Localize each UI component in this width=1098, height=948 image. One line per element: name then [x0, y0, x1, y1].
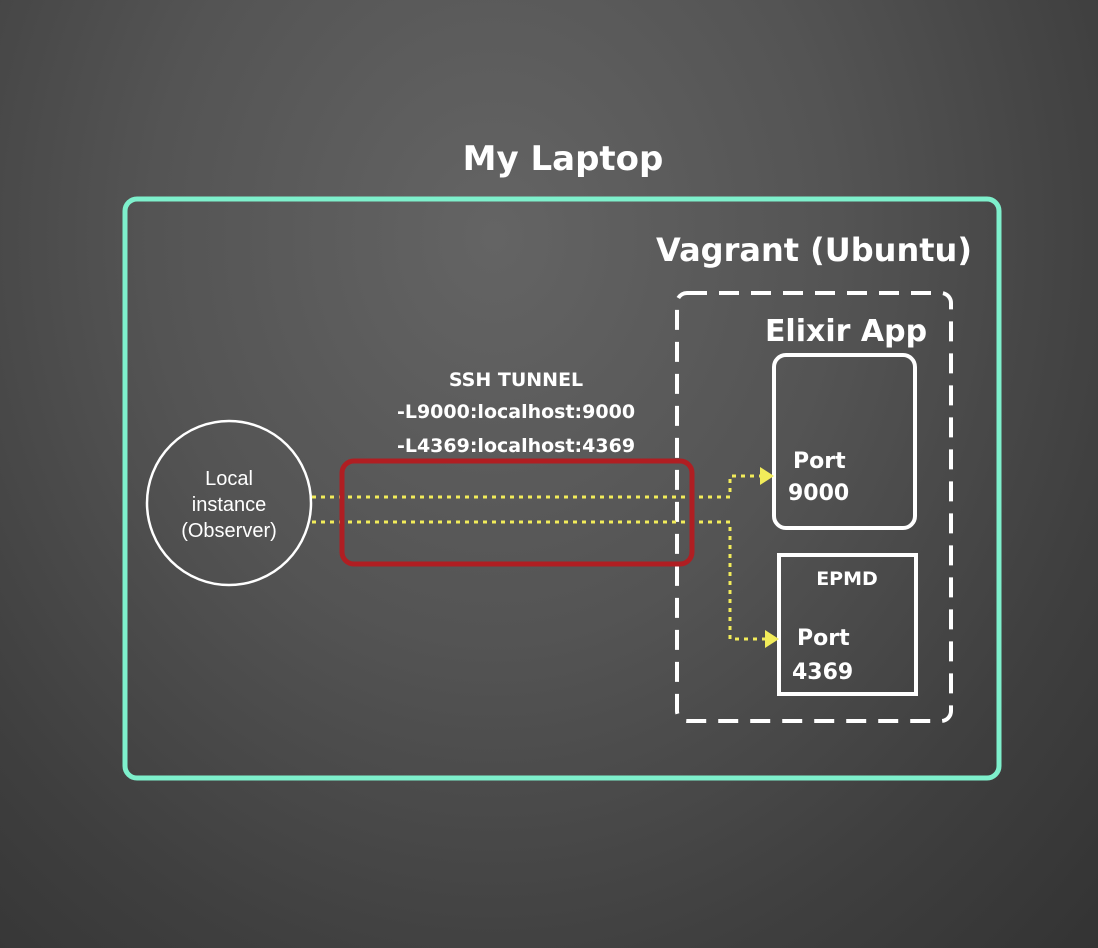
epmd-title: EPMD [816, 568, 878, 590]
local-instance-line3: (Observer) [181, 520, 277, 542]
local-instance-node [145, 419, 313, 587]
connection-line-4369 [312, 520, 765, 641]
ssh-tunnel-box [339, 458, 695, 567]
port-9000-number: 9000 [788, 481, 849, 506]
connection-line-9000 [312, 474, 760, 499]
ssh-tunnel-title: SSH TUNNEL [449, 369, 583, 391]
laptop-boundary [122, 196, 1002, 781]
laptop-title: My Laptop [463, 139, 664, 179]
epmd-port-label: Port [797, 626, 850, 651]
elixir-app-label: Elixir App [765, 314, 927, 349]
port-9000-label: Port [793, 449, 846, 474]
local-instance-line1: Local [205, 468, 253, 490]
arrowhead-port-4369 [765, 630, 779, 648]
epmd-port-number: 4369 [792, 660, 853, 685]
ssh-forward-9000: -L9000:localhost:9000 [397, 401, 635, 423]
local-instance-line2: instance [192, 494, 267, 516]
vagrant-label: Vagrant (Ubuntu) [656, 231, 972, 269]
arrowhead-port-9000 [760, 467, 774, 485]
port-9000-box [772, 353, 917, 530]
vagrant-boundary [675, 291, 953, 723]
epmd-box [777, 553, 918, 696]
ssh-forward-4369: -L4369:localhost:4369 [397, 435, 635, 457]
